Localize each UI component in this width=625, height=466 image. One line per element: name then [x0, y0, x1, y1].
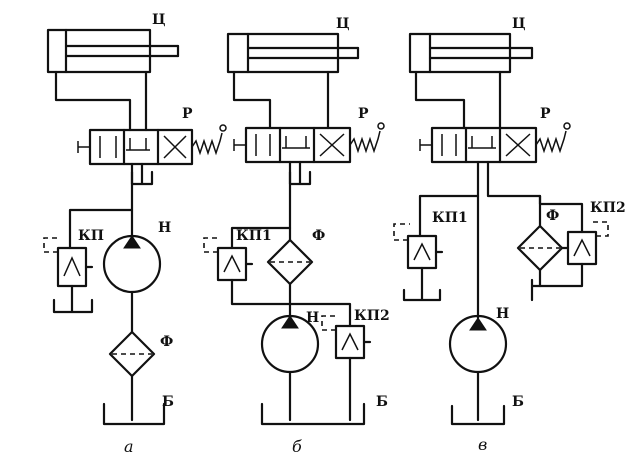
- scheme-b-cylinder: [226, 32, 360, 74]
- scheme-v-pump: [448, 314, 508, 374]
- scheme-a-caption: а: [124, 437, 134, 456]
- scheme-b-filter-label: Ф: [312, 228, 325, 244]
- scheme-v-cylinder: [408, 32, 534, 74]
- scheme-a-relief-valve: [43, 237, 94, 288]
- scheme-a-filter-label: Ф: [160, 334, 173, 350]
- scheme-b-distributor-label: Р: [358, 106, 369, 122]
- scheme-a-relief-valve-label: КП: [78, 228, 104, 244]
- scheme-a-cylinder: [46, 28, 180, 74]
- scheme-v-relief-valve-2-label: КП2: [590, 200, 625, 216]
- scheme-a-filter: [108, 330, 156, 378]
- scheme-b-filter: [266, 238, 314, 286]
- scheme-b-pump-label: Н: [306, 310, 319, 326]
- scheme-v-tank: [450, 404, 506, 426]
- scheme-v-pump-label: Н: [496, 306, 509, 322]
- scheme-b-relief-valve-1-label: КП1: [236, 228, 272, 244]
- scheme-a: Ц Р: [43, 12, 227, 456]
- scheme-a-tank: [102, 402, 166, 426]
- scheme-b-caption: б: [292, 437, 302, 456]
- scheme-v-distributor: [419, 122, 571, 164]
- scheme-a-pump-label: Н: [158, 220, 171, 236]
- scheme-a-cylinder-label: Ц: [152, 12, 166, 28]
- scheme-a-tank-label: Б: [162, 394, 174, 410]
- scheme-v-cylinder-label: Ц: [512, 16, 526, 32]
- scheme-v-tank-label: Б: [512, 394, 524, 410]
- scheme-b-cylinder-label: Ц: [336, 16, 350, 32]
- scheme-a-pump: [102, 234, 162, 294]
- scheme-a-distributor-label: Р: [182, 106, 193, 122]
- scheme-a-distributor: [77, 124, 227, 166]
- scheme-b-relief-valve-2-label: КП2: [354, 308, 390, 324]
- scheme-b-distributor: [233, 122, 385, 164]
- scheme-b-relief-valve-1: [203, 237, 254, 282]
- scheme-b: Ц Р Ф: [203, 16, 390, 456]
- scheme-v-relief-valve-2: [560, 221, 609, 266]
- scheme-v-filter-label: Ф: [546, 208, 559, 224]
- scheme-v-caption: в: [478, 435, 487, 454]
- scheme-b-tank-label: Б: [376, 394, 388, 410]
- scheme-v-relief-valve-1-label: КП1: [432, 210, 468, 226]
- scheme-v-relief-valve-1: [393, 223, 444, 270]
- scheme-b-tank: [260, 402, 366, 426]
- scheme-v: Ц Р КП1: [393, 16, 625, 454]
- scheme-v-filter: [516, 224, 564, 272]
- scheme-v-distributor-label: Р: [540, 106, 551, 122]
